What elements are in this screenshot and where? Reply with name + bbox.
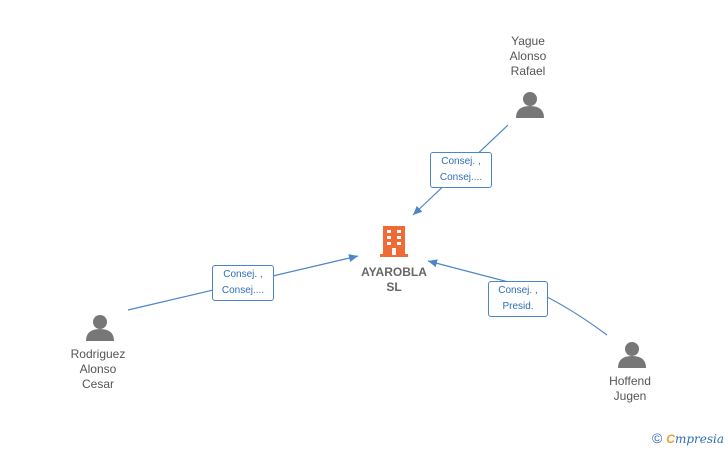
person-name-line: Cesar — [81, 377, 114, 391]
person-name-line: Rodriguez — [70, 347, 126, 361]
company-name-line1: AYAROBLA — [361, 265, 427, 279]
company-label[interactable]: AYAROBLA SL — [334, 265, 454, 295]
person-icon-hoffend[interactable] — [618, 342, 646, 368]
brand-logo-letter: C — [666, 432, 675, 446]
building-icon[interactable] — [380, 226, 408, 257]
person-label-hoffend[interactable]: Hoffend Jugen — [570, 374, 690, 404]
person-name-line: Jugen — [613, 389, 647, 403]
person-label-yague[interactable]: Yague Alonso Rafael — [468, 34, 588, 79]
relation-role: Consej. , — [498, 285, 538, 296]
person-label-rodriguez[interactable]: Rodriguez Alonso Cesar — [38, 347, 158, 392]
company-name-line2: SL — [386, 280, 402, 294]
person-name-line: Rafael — [510, 64, 546, 78]
person-icon-yague[interactable] — [516, 92, 544, 118]
relation-role: Consej.... — [221, 285, 265, 296]
relation-role: Presid. — [502, 301, 534, 312]
relation-role: Consej.... — [439, 172, 483, 183]
relation-role: Consej. , — [441, 156, 481, 167]
copyright-icon: © — [651, 430, 663, 446]
person-name-line: Alonso — [79, 362, 117, 376]
empresia-watermark[interactable]: ©Cmpresia — [652, 430, 724, 446]
relation-box-rodriguez[interactable]: Consej. , Consej.... — [212, 265, 274, 301]
person-name-line: Hoffend — [609, 374, 651, 388]
relation-role: Consej. , — [223, 269, 263, 280]
relation-box-yague[interactable]: Consej. , Consej.... — [430, 152, 492, 188]
person-name-line: Yague — [511, 34, 545, 48]
person-name-line: Alonso — [509, 49, 547, 63]
person-icon-rodriguez[interactable] — [86, 315, 114, 341]
brand-name: mpresia — [674, 432, 724, 446]
relation-box-hoffend[interactable]: Consej. , Presid. — [488, 281, 548, 317]
